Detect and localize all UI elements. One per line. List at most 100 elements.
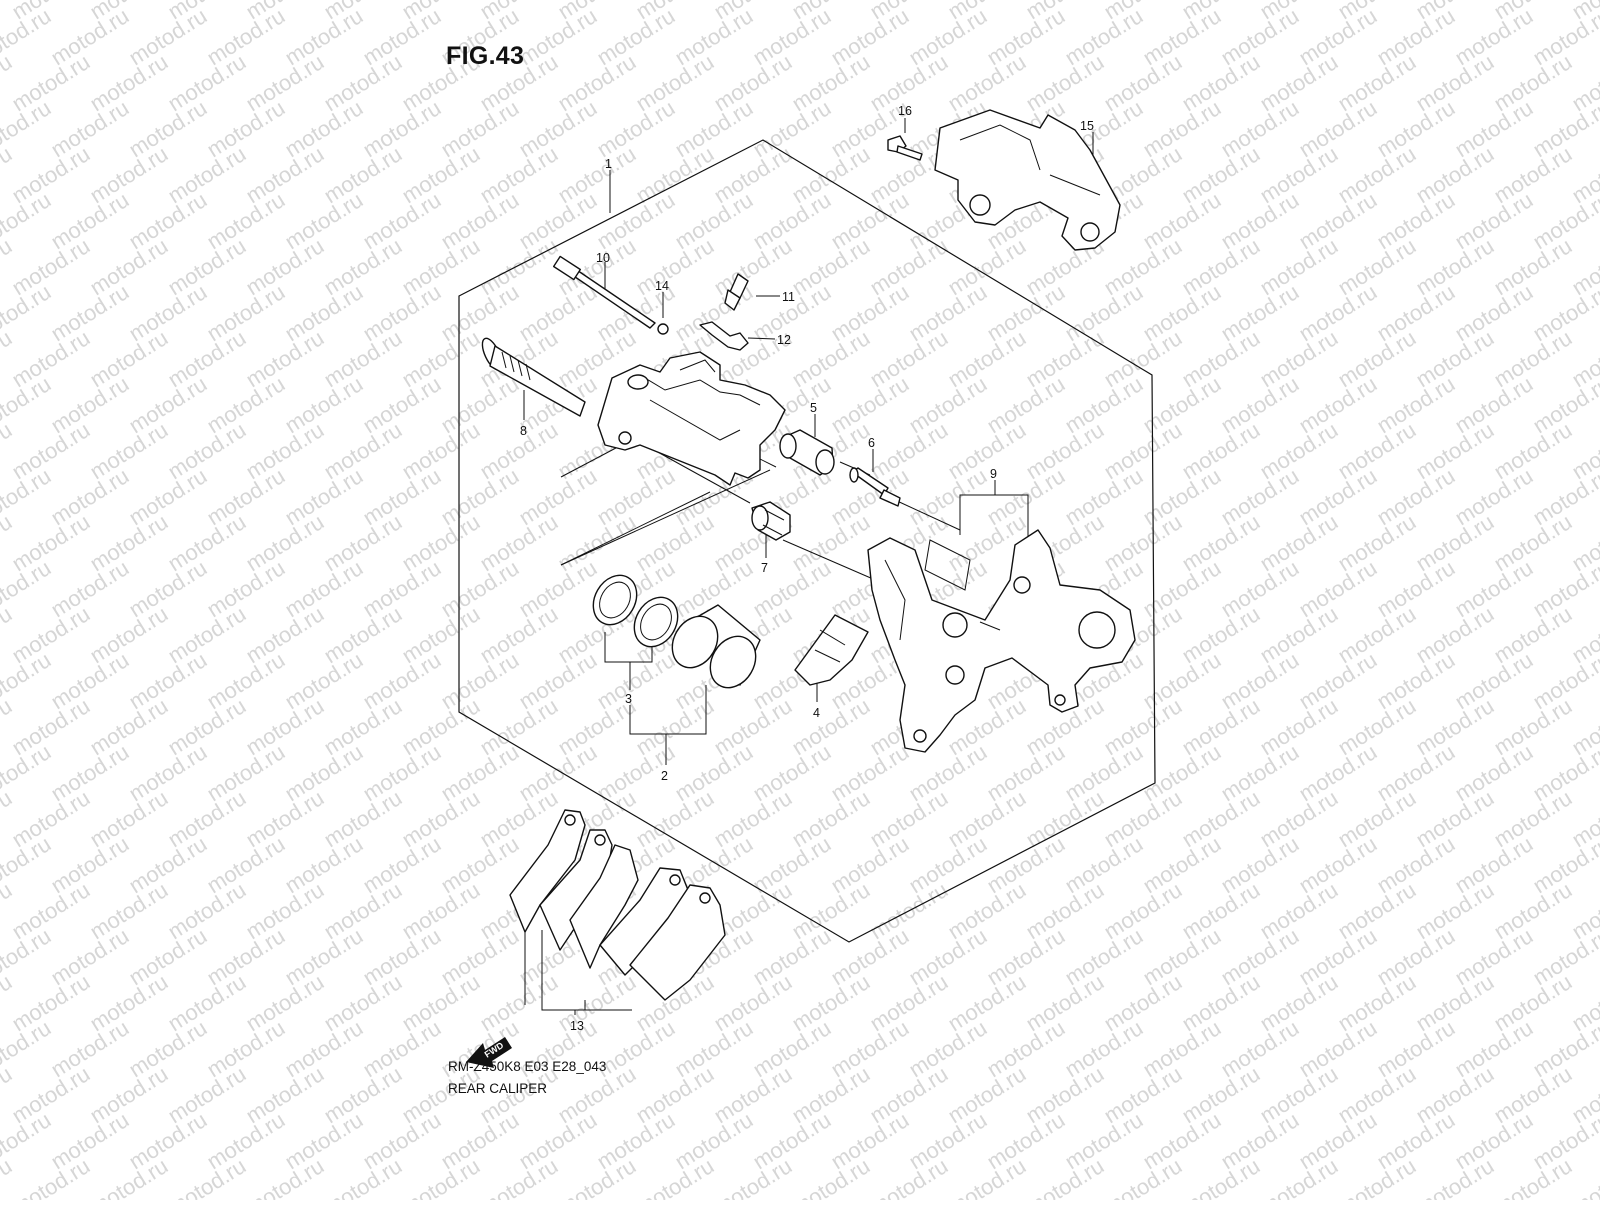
- watermark-text: motod.ru: [280, 1107, 367, 1174]
- watermark-text: motod.ru: [1255, 1061, 1342, 1128]
- watermark-text: motod.ru: [1216, 3, 1303, 70]
- watermark-text: motod.ru: [1411, 693, 1498, 760]
- watermark-text: motod.ru: [46, 1107, 133, 1174]
- watermark-text: motod.ru: [1450, 279, 1537, 346]
- watermark-text: motod.ru: [436, 831, 523, 898]
- watermark-text: motod.ru: [124, 3, 211, 70]
- pad-spring-4: [794, 614, 869, 686]
- watermark-text: motod.ru: [202, 3, 289, 70]
- watermark-text: motod.ru: [202, 187, 289, 254]
- watermark-text: motod.ru: [1099, 49, 1186, 116]
- watermark-text: motod.ru: [865, 325, 952, 392]
- watermark-text: motod.ru: [1060, 923, 1147, 990]
- watermark-text: motod.ru: [1255, 969, 1342, 1036]
- watermark-text: motod.ru: [1489, 969, 1576, 1036]
- watermark-text: motod.ru: [553, 969, 640, 1036]
- watermark-text: motod.ru: [124, 923, 211, 990]
- watermark-text: motod.ru: [1489, 49, 1576, 116]
- watermark-text: motod.ru: [982, 371, 1069, 438]
- watermark-text: motod.ru: [85, 693, 172, 760]
- watermark-text: motod.ru: [202, 923, 289, 990]
- watermark-text: motod.ru: [1138, 95, 1225, 162]
- watermark-text: motod.ru: [904, 463, 991, 530]
- watermark-text: motod.ru: [46, 371, 133, 438]
- callout-13: 13: [570, 1019, 584, 1033]
- watermark-text: motod.ru: [1333, 601, 1420, 668]
- watermark-text: motod.ru: [1411, 1061, 1498, 1128]
- watermark-text: motod.ru: [670, 95, 757, 162]
- watermark-text: motod.ru: [1450, 187, 1537, 254]
- callout-numbers: 1 10 14 11 12 8 5 6 9 7 4 3 2 13 15 16: [520, 104, 1094, 1033]
- watermark-text: motod.ru: [358, 95, 445, 162]
- callout-8: 8: [520, 424, 527, 438]
- watermark-text: motod.ru: [1177, 1061, 1264, 1128]
- watermark-text: motod.ru: [7, 417, 94, 484]
- watermark-text: motod.ru: [865, 969, 952, 1036]
- callout-11: 11: [782, 290, 795, 304]
- callout-15: 15: [1080, 119, 1094, 133]
- watermark-text: motod.ru: [319, 969, 406, 1036]
- watermark-text: motod.ru: [241, 601, 328, 668]
- watermark-text: motod.ru: [319, 877, 406, 944]
- watermark-text: motod.ru: [7, 141, 94, 208]
- watermark-text: motod.ru: [826, 279, 913, 346]
- watermark-text: motod.ru: [280, 1015, 367, 1082]
- watermark-text: motod.ru: [1372, 95, 1459, 162]
- watermark-text: motod.ru: [1177, 233, 1264, 300]
- watermark-text: motod.ru: [124, 95, 211, 162]
- watermark-text: motod.ru: [358, 371, 445, 438]
- watermark-text: motod.ru: [1450, 831, 1537, 898]
- watermark-text: motod.ru: [709, 969, 796, 1036]
- watermark-text: motod.ru: [1138, 923, 1225, 990]
- watermark-text: motod.ru: [631, 49, 718, 116]
- watermark-text: motod.ru: [46, 647, 133, 714]
- watermark-text: motod.ru: [787, 969, 874, 1036]
- watermark-text: motod.ru: [1372, 831, 1459, 898]
- watermark-text: motod.ru: [46, 555, 133, 622]
- watermark-text: motod.ru: [436, 1107, 523, 1174]
- watermark-text: motod.ru: [1450, 923, 1537, 990]
- watermark-text: motod.ru: [787, 141, 874, 208]
- watermark-text: motod.ru: [163, 693, 250, 760]
- watermark-text: motod.ru: [592, 95, 679, 162]
- watermark-text: motod.ru: [1294, 739, 1381, 806]
- watermark-text: motod.ru: [436, 279, 523, 346]
- watermark-text: motod.ru: [1450, 1107, 1537, 1174]
- watermark-text: motod.ru: [982, 1107, 1069, 1174]
- watermark-text: motod.ru: [1138, 187, 1225, 254]
- watermark-text: motod.ru: [241, 49, 328, 116]
- watermark-text: motod.ru: [1138, 3, 1225, 70]
- watermark-text: motod.ru: [1138, 463, 1225, 530]
- watermark-text: motod.ru: [0, 1153, 16, 1200]
- watermark-text: motod.ru: [163, 601, 250, 668]
- watermark-text: motod.ru: [709, 693, 796, 760]
- watermark-text: motod.ru: [85, 969, 172, 1036]
- watermark-text: motod.ru: [982, 3, 1069, 70]
- watermark-text: motod.ru: [1333, 877, 1420, 944]
- watermark-text: motod.ru: [1450, 1015, 1537, 1082]
- watermark-text: motod.ru: [85, 1061, 172, 1128]
- watermark-text: motod.ru: [436, 647, 523, 714]
- watermark-text: motod.ru: [787, 877, 874, 944]
- watermark-text: motod.ru: [1177, 693, 1264, 760]
- watermark-text: motod.ru: [202, 95, 289, 162]
- brake-pads-13: [509, 809, 726, 1001]
- watermark-text: motod.ru: [7, 233, 94, 300]
- section-name: REAR CALIPER: [448, 1081, 548, 1096]
- watermark-text: motod.ru: [943, 325, 1030, 392]
- watermark-text: motod.ru: [1411, 325, 1498, 392]
- watermark-text: motod.ru: [1021, 785, 1108, 852]
- watermark-text: motod.ru: [241, 141, 328, 208]
- watermark-text: motod.ru: [1255, 877, 1342, 944]
- watermark-text: motod.ru: [1372, 1015, 1459, 1082]
- watermark-text: motod.ru: [1177, 785, 1264, 852]
- watermark-text: motod.ru: [1333, 325, 1420, 392]
- watermark-text: motod.ru: [1255, 141, 1342, 208]
- watermark-text: motod.ru: [1060, 371, 1147, 438]
- watermark-text: motod.ru: [319, 325, 406, 392]
- watermark-text: motod.ru: [709, 141, 796, 208]
- cap-12: [699, 321, 749, 351]
- watermark-text: motod.ru: [202, 1107, 289, 1174]
- watermark-text: motod.ru: [748, 831, 835, 898]
- watermark-text: motod.ru: [319, 509, 406, 576]
